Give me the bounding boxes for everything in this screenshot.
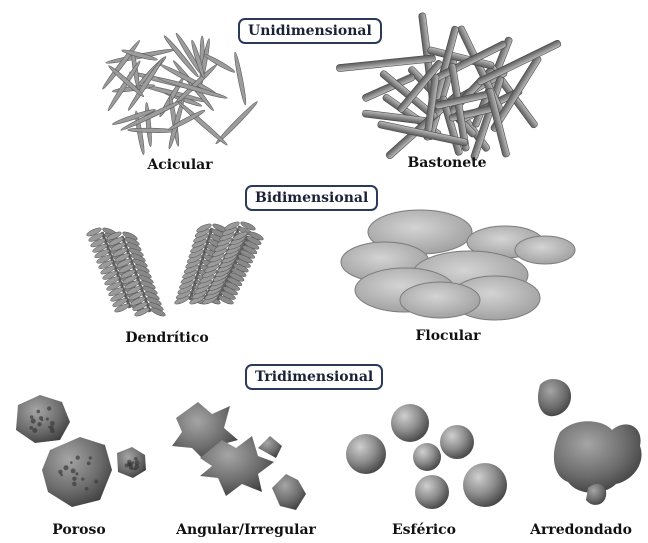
flocular-flakes-illustration [341,210,575,320]
section-badge-unidimensional: Unidimensional [238,18,382,44]
section-badge-tridimensional: Tridimensional [245,364,383,390]
spherical-particles-illustration [346,404,507,509]
rounded-particles-illustration [538,379,642,505]
label-poroso: Poroso [52,522,105,538]
label-acicular: Acicular [147,157,212,173]
dendritic-illustration [86,220,265,317]
label-arredondado: Arredondado [530,522,632,538]
label-bastonete: Bastonete [407,155,486,171]
label-angular-irregular: Angular/Irregular [176,522,316,538]
angular-irregular-illustration [172,402,306,510]
label-dendritico: Dendrítico [125,330,208,346]
section-badge-bidimensional: Bidimensional [245,185,378,211]
acicular-needles-illustration [101,32,259,155]
label-flocular: Flocular [415,328,480,344]
label-esferico: Esférico [392,522,456,538]
porous-particles-illustration [16,395,146,507]
